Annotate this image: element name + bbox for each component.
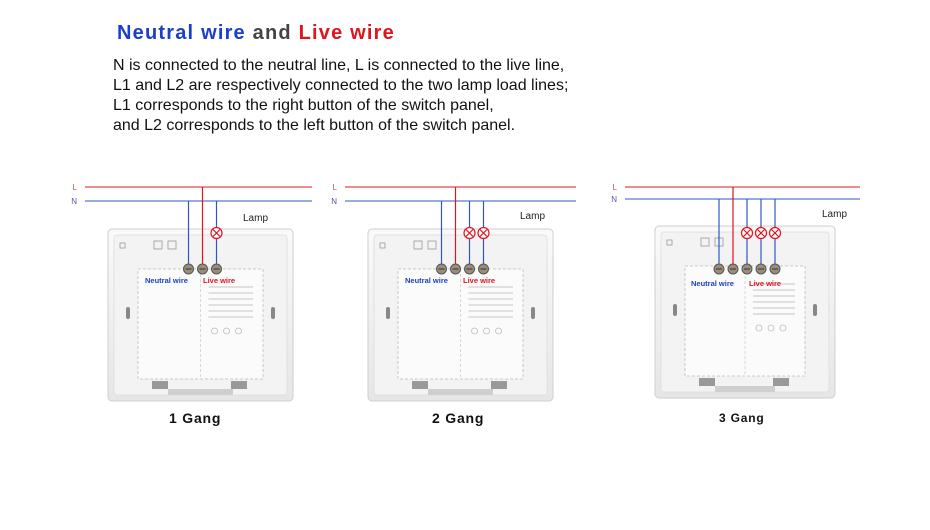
gang-label-2: 2 Gang (432, 410, 485, 426)
description: N is connected to the neutral line, L is… (113, 56, 568, 136)
description-line-1: N is connected to the neutral line, L is… (113, 57, 565, 74)
bottom-tab (412, 381, 428, 389)
side-clip (673, 304, 677, 316)
cert-mark (767, 324, 775, 332)
title-neutral-wire: Neutral wire (117, 22, 246, 44)
line-label-neutral: N (71, 197, 77, 206)
line-label-live: L (333, 183, 338, 192)
lamp-cross (757, 229, 765, 237)
cert-mark (755, 324, 763, 332)
corner-mark (379, 242, 386, 249)
cert-mark (211, 327, 218, 335)
cert-mark (779, 324, 787, 332)
lamp-label: Lamp (520, 211, 545, 222)
neutral-wire-label: Neutral wire (405, 276, 448, 285)
live-wire-label: Live wire (749, 279, 781, 288)
lamp-label: Lamp (822, 209, 847, 220)
gang-label-1: 1 Gang (169, 410, 222, 426)
description-line-3: L1 corresponds to the right button of th… (113, 97, 494, 114)
title-live-wire: Live wire (298, 22, 395, 44)
corner-mark (153, 240, 163, 250)
lamp-cross (465, 229, 474, 237)
bottom-tab (699, 378, 715, 386)
cert-mark (471, 327, 478, 335)
bottom-tab (152, 381, 168, 389)
bottom-rail (715, 386, 775, 392)
side-clip (386, 307, 390, 319)
cert-mark (235, 327, 242, 335)
description-line-2: L1 and L2 are respectively connected to … (113, 77, 569, 94)
description-line-4: and L2 corresponds to the left button of… (113, 117, 516, 134)
line-label-neutral: N (611, 195, 617, 204)
neutral-wire-label: Neutral wire (145, 276, 188, 285)
bottom-rail (168, 389, 233, 395)
neutral-wire-label: Neutral wire (691, 279, 734, 288)
side-clip (813, 304, 817, 316)
corner-mark (413, 240, 423, 250)
side-clip (531, 307, 535, 319)
title-and: and (252, 22, 292, 44)
corner-mark (666, 239, 673, 246)
lamp-cross (212, 229, 221, 237)
lamp-label: Lamp (243, 213, 268, 224)
corner-mark (119, 242, 126, 249)
corner-mark (167, 240, 177, 250)
bottom-tab (491, 381, 507, 389)
corner-mark (700, 237, 710, 247)
side-clip (126, 307, 130, 319)
live-wire-label: Live wire (203, 276, 235, 285)
live-wire-label: Live wire (463, 276, 495, 285)
gang-label-3: 3 Gang (719, 411, 765, 425)
lamp-cross (743, 229, 751, 237)
bottom-tab (773, 378, 789, 386)
page-title: Neutral wire and Live wire (117, 22, 395, 45)
lamp-cross (479, 229, 488, 237)
bottom-rail (428, 389, 493, 395)
cert-mark (223, 327, 230, 335)
side-clip (271, 307, 275, 319)
cert-mark (495, 327, 502, 335)
lamp-cross (771, 229, 779, 237)
bottom-tab (231, 381, 247, 389)
cert-mark (483, 327, 490, 335)
line-label-live: L (613, 183, 618, 192)
corner-mark (427, 240, 437, 250)
line-label-live: L (73, 183, 78, 192)
line-label-neutral: N (331, 197, 337, 206)
